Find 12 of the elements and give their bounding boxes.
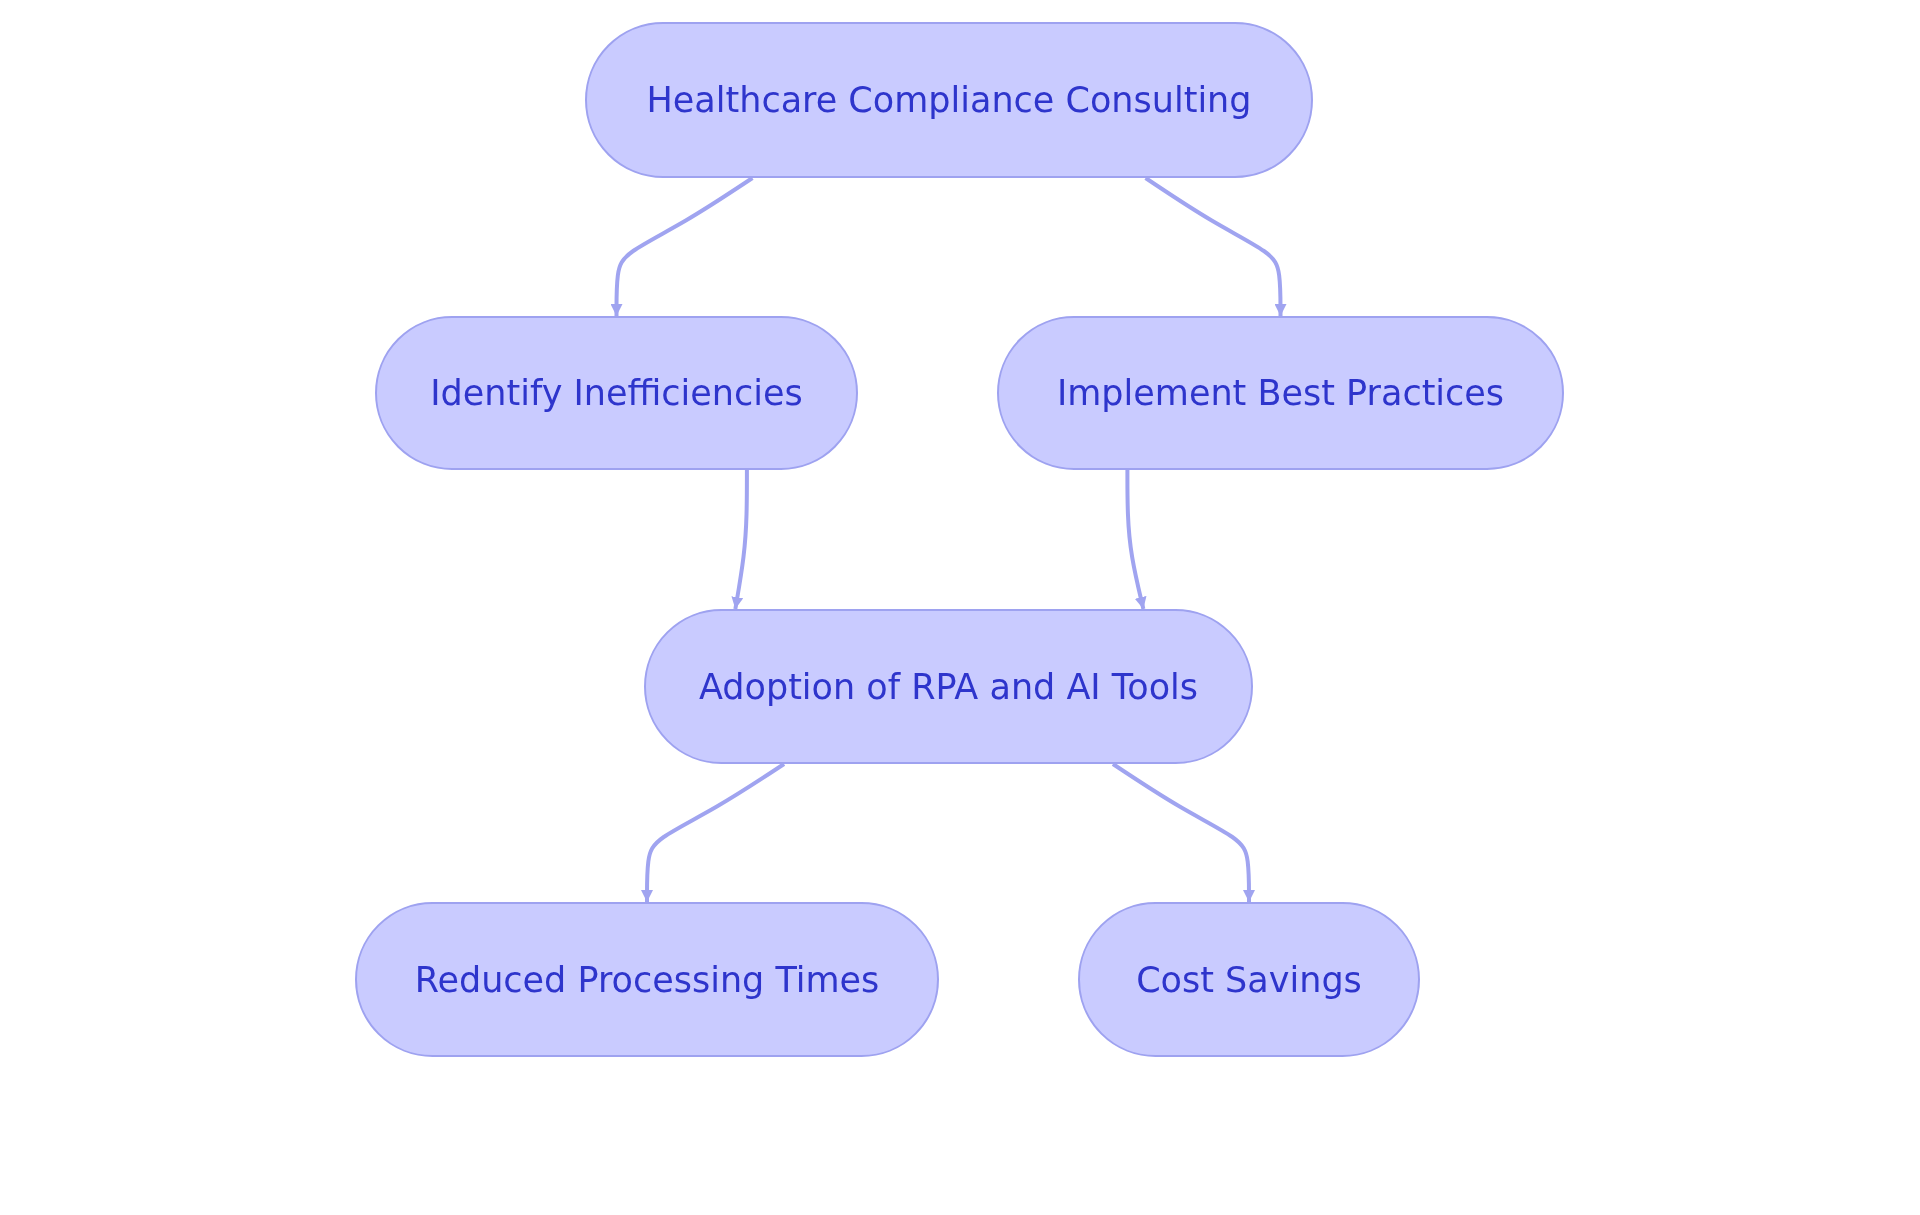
arrow	[1144, 176, 1287, 316]
arrow	[1111, 762, 1255, 902]
arrow	[610, 176, 754, 316]
node-label: Identify Inefficiencies	[430, 373, 803, 413]
node-label: Reduced Processing Times	[414, 959, 880, 1000]
node-label: Healthcare Compliance Consulting	[646, 80, 1252, 120]
node-label: Cost Savings	[1136, 959, 1362, 1000]
arrow	[731, 470, 749, 610]
node-label: Adoption of RPA and AI Tools	[698, 666, 1198, 707]
node-label: Implement Best Practices	[1056, 373, 1505, 413]
arrow	[641, 762, 786, 902]
arrow	[1125, 470, 1147, 610]
